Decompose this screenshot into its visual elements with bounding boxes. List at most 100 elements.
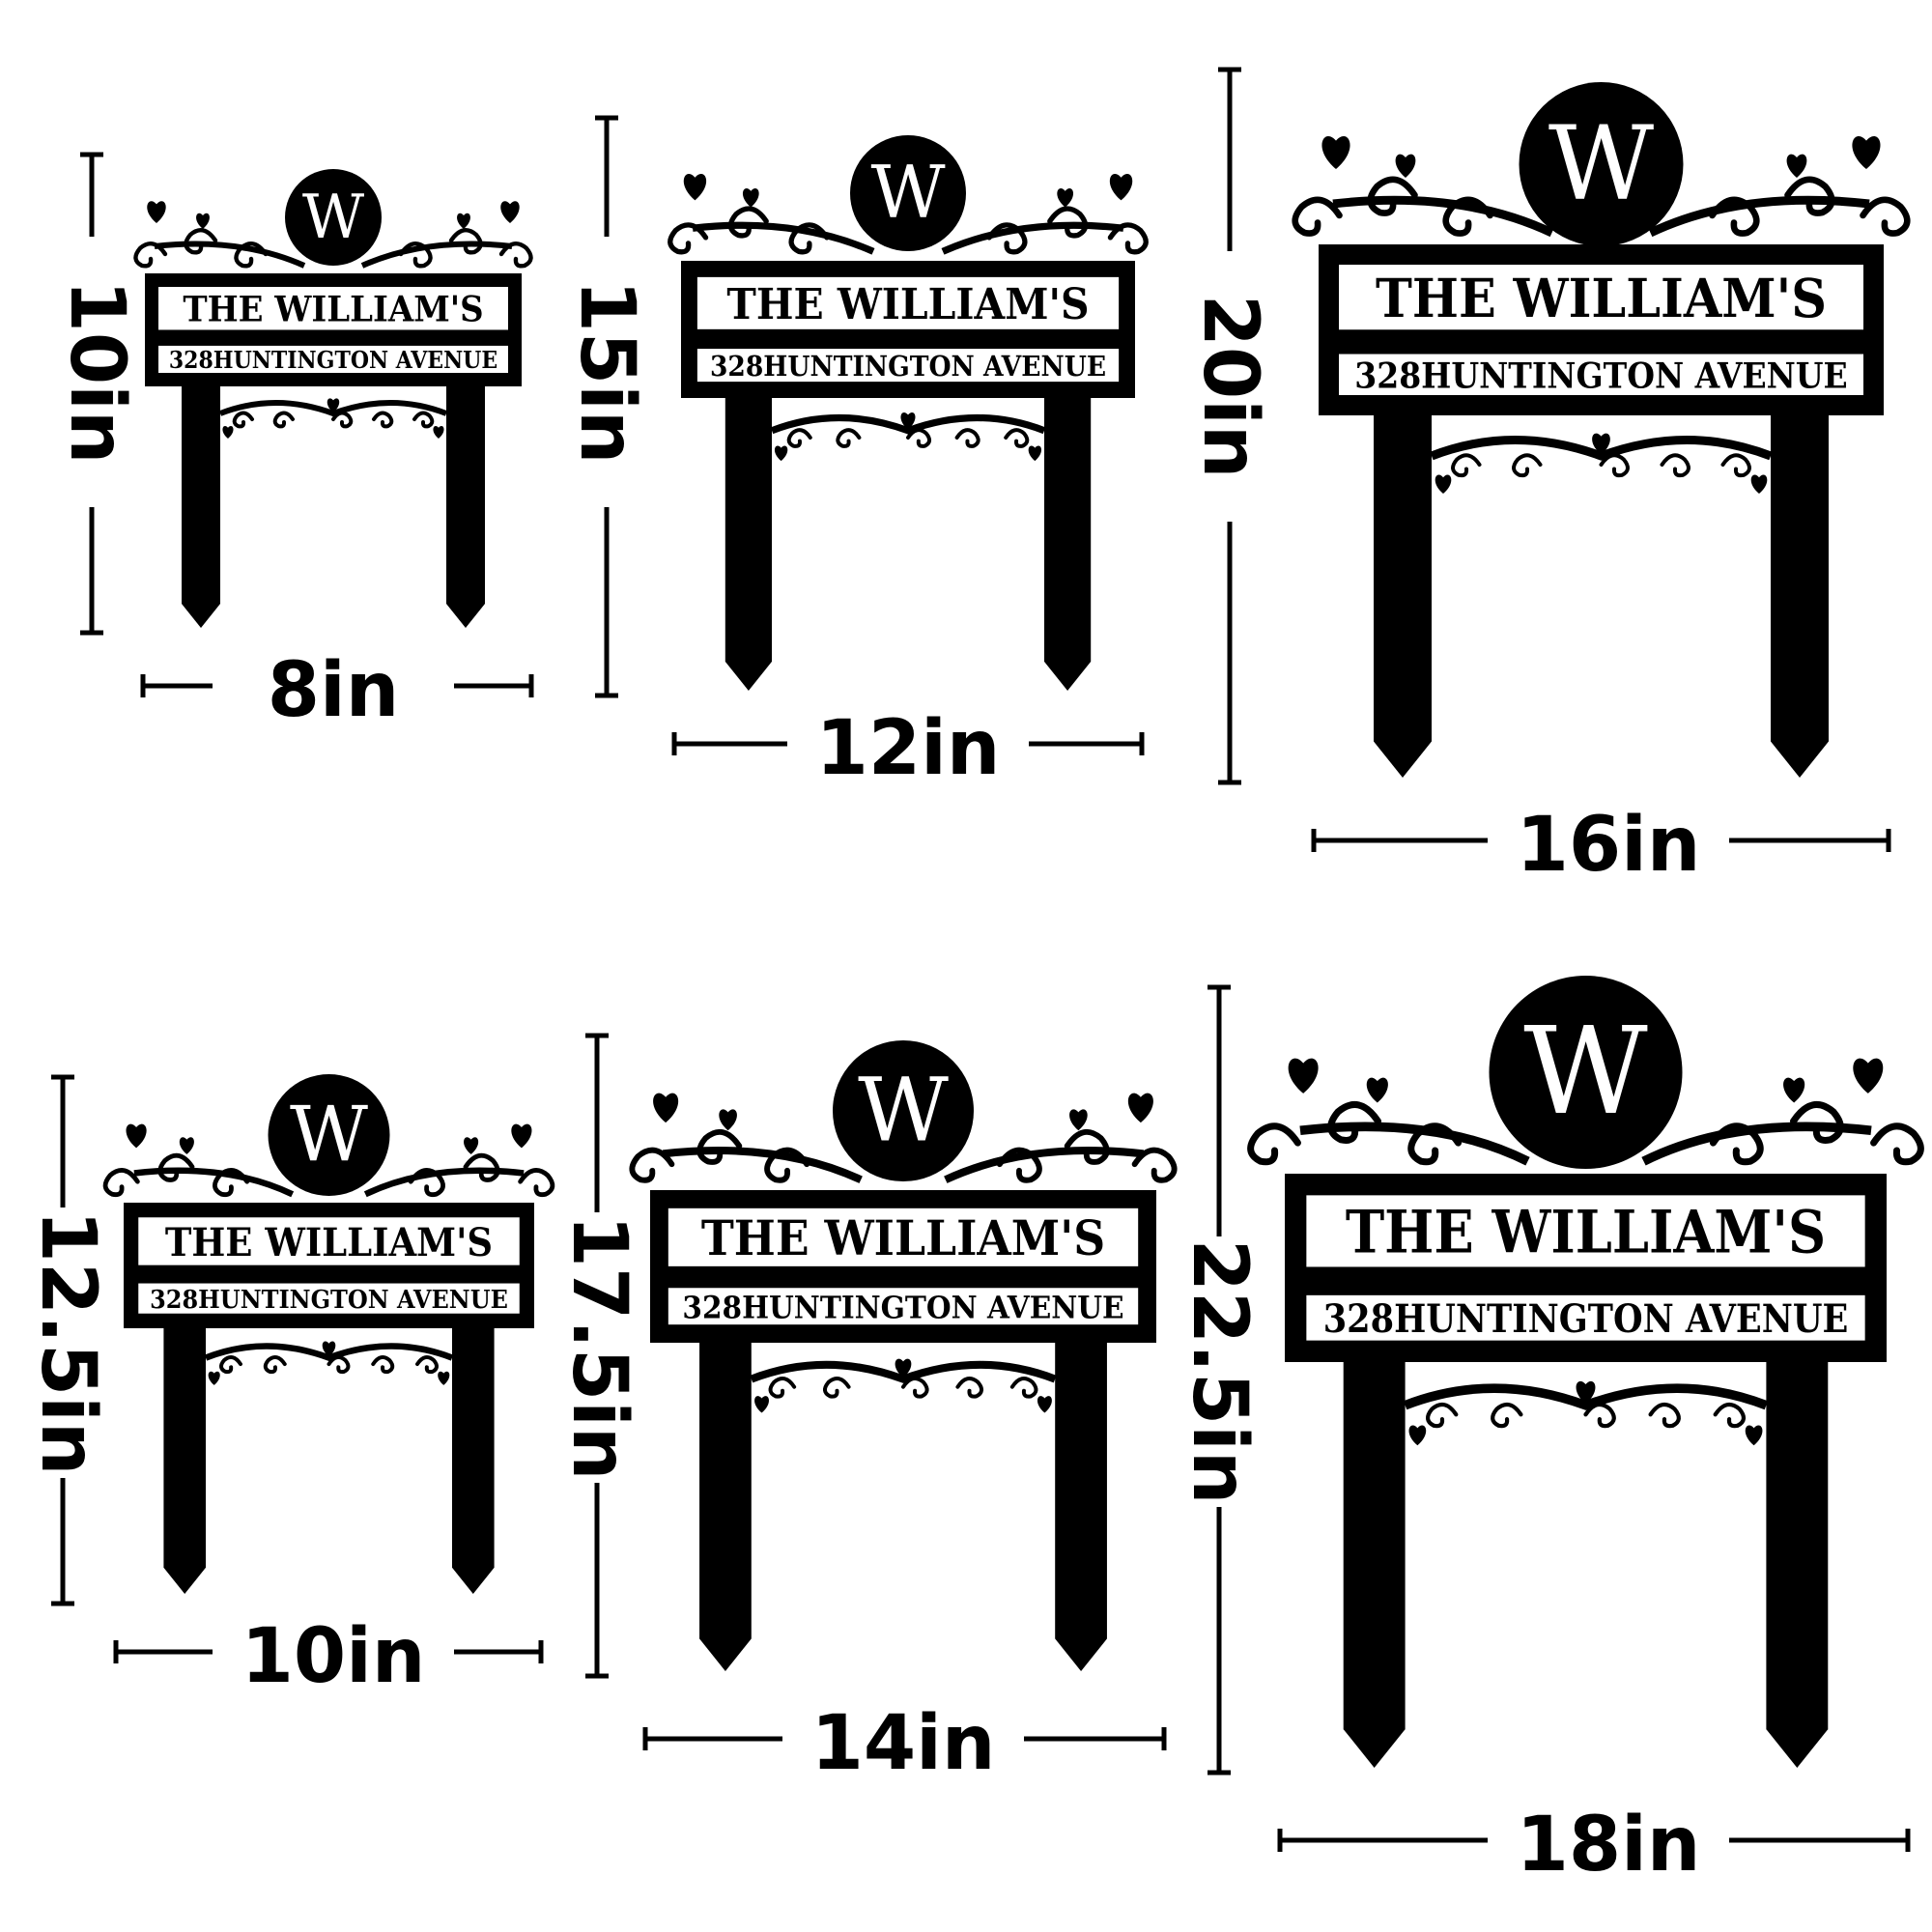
swirl-ornament-bottom: [327, 1355, 351, 1375]
address-panel: [1306, 1294, 1865, 1341]
swirl-ornament: [1247, 1122, 1301, 1166]
dimension-width-14x17-5: [642, 1727, 1167, 1750]
sign-monogram: W: [1548, 104, 1654, 224]
stake: [1343, 1362, 1406, 1768]
leaf-ornament: [1852, 135, 1881, 169]
leaf-ornament: [683, 173, 707, 201]
swirl-ornament-bottom: [901, 1376, 929, 1399]
address-panel: [158, 345, 508, 373]
leaf-ornament: [457, 213, 470, 229]
swirl-ornament-bottom: [836, 428, 862, 448]
width-label-14in: 14in: [811, 1700, 996, 1787]
swirl-ornament: [398, 242, 433, 269]
swirl-ornament-bottom: [1009, 1376, 1038, 1399]
height-label-12-5in: 12.5in: [24, 1210, 111, 1476]
leaf-ornament: [1127, 1093, 1153, 1123]
leaf-ornament: [126, 1123, 147, 1149]
swirl-ornament: [668, 222, 709, 255]
sign-body: [124, 1074, 534, 1594]
sign-ornament-top: [668, 173, 1149, 255]
monogram-circle: [1519, 82, 1684, 246]
sign-monogram: W: [858, 1059, 949, 1162]
sign-address: 328HUNTINGTON AVENUE: [169, 347, 497, 374]
name-panel: [138, 1217, 520, 1265]
name-panel: [668, 1208, 1139, 1266]
sign-body: [681, 135, 1135, 691]
swirl-ornament-bottom: [1720, 453, 1751, 478]
vine-ornament-bottom: [1403, 1383, 1769, 1410]
leaf-ornament-bottom: [900, 412, 916, 430]
vine-ornament: [1299, 1122, 1530, 1166]
vine-ornament: [133, 1167, 295, 1198]
vine-ornament: [1648, 195, 1870, 238]
sign-ornament-top: [629, 1093, 1178, 1183]
leaf-ornament: [1366, 1077, 1388, 1103]
sign-body: [1319, 82, 1884, 778]
monogram-circle: [1489, 976, 1683, 1169]
leaf-ornament: [1783, 1077, 1805, 1103]
swirl-ornament-bottom: [1425, 1402, 1459, 1429]
vine-ornament: [944, 1147, 1145, 1183]
vine-ornament-bottom: [770, 413, 1046, 435]
vine-ornament-bottom: [204, 1343, 454, 1361]
name-panel: [696, 276, 1120, 329]
sign-address: 328HUNTINGTON AVENUE: [150, 1285, 508, 1315]
leaf-ornament: [719, 1109, 737, 1131]
sign-monogram: W: [302, 182, 365, 252]
vine-ornament: [154, 241, 306, 269]
stake: [446, 386, 485, 628]
leaf-ornament-bottom: [1435, 474, 1452, 494]
swirl-ornament: [1407, 1122, 1463, 1166]
address-panel: [668, 1288, 1139, 1325]
swirl-ornament: [1870, 1122, 1924, 1166]
sign-body: [145, 169, 522, 628]
dimension-height-10x12-5: [51, 1074, 74, 1606]
swirl-ornament: [213, 1168, 250, 1198]
dimension-height-8x10: [80, 152, 103, 636]
leaf-ornament: [1853, 1058, 1884, 1094]
swirl-ornament-bottom: [1583, 1402, 1616, 1429]
swirl-ornament: [1442, 196, 1493, 237]
swirl-ornament-bottom: [219, 1355, 242, 1375]
swirl-ornament: [518, 1168, 555, 1198]
swirl-ornament-bottom: [1491, 1402, 1523, 1429]
name-panel: [158, 287, 508, 330]
width-label-8in: 8in: [268, 647, 400, 734]
vine-ornament: [1641, 1122, 1872, 1166]
name-panel: [1306, 1195, 1865, 1267]
dimension-width-16x20: [1311, 829, 1891, 852]
swirl-ornament-bottom: [263, 1355, 287, 1375]
swirl-ornament-bottom: [786, 428, 812, 448]
sign-family-name: THE WILLIAM'S: [726, 279, 1089, 329]
swirl-ornament: [133, 242, 168, 269]
vine-ornament-bottom: [1430, 436, 1773, 461]
sign-family-name: THE WILLIAM'S: [165, 1219, 493, 1265]
swirl-ornament-bottom: [1004, 428, 1030, 448]
stake: [1374, 415, 1432, 778]
leaf-ornament: [196, 213, 210, 229]
leaf-ornament-bottom: [1592, 433, 1610, 455]
swirl-ornament-bottom: [412, 411, 435, 429]
sign-ornament-top: [1292, 135, 1911, 238]
leaf-ornament: [1395, 154, 1416, 178]
swirl-ornament: [498, 242, 533, 269]
swirl-ornament-bottom: [415, 1355, 439, 1375]
sign-ornament-top: [133, 201, 533, 269]
sign-ornament-top: [1247, 1058, 1924, 1166]
swirl-ornament: [1860, 196, 1911, 237]
dimension-width-12x15: [671, 732, 1145, 755]
sign-monogram: W: [1523, 1002, 1648, 1142]
swirl-ornament: [986, 222, 1028, 255]
leaf-ornament-bottom: [208, 1371, 220, 1385]
sign-ornament-top: [102, 1123, 555, 1198]
height-label-15in: 15in: [563, 280, 650, 465]
swirl-ornament: [234, 242, 269, 269]
swirl-ornament: [1709, 1122, 1764, 1166]
swirl-ornament-bottom: [906, 428, 932, 448]
height-label-20in: 20in: [1186, 295, 1273, 479]
